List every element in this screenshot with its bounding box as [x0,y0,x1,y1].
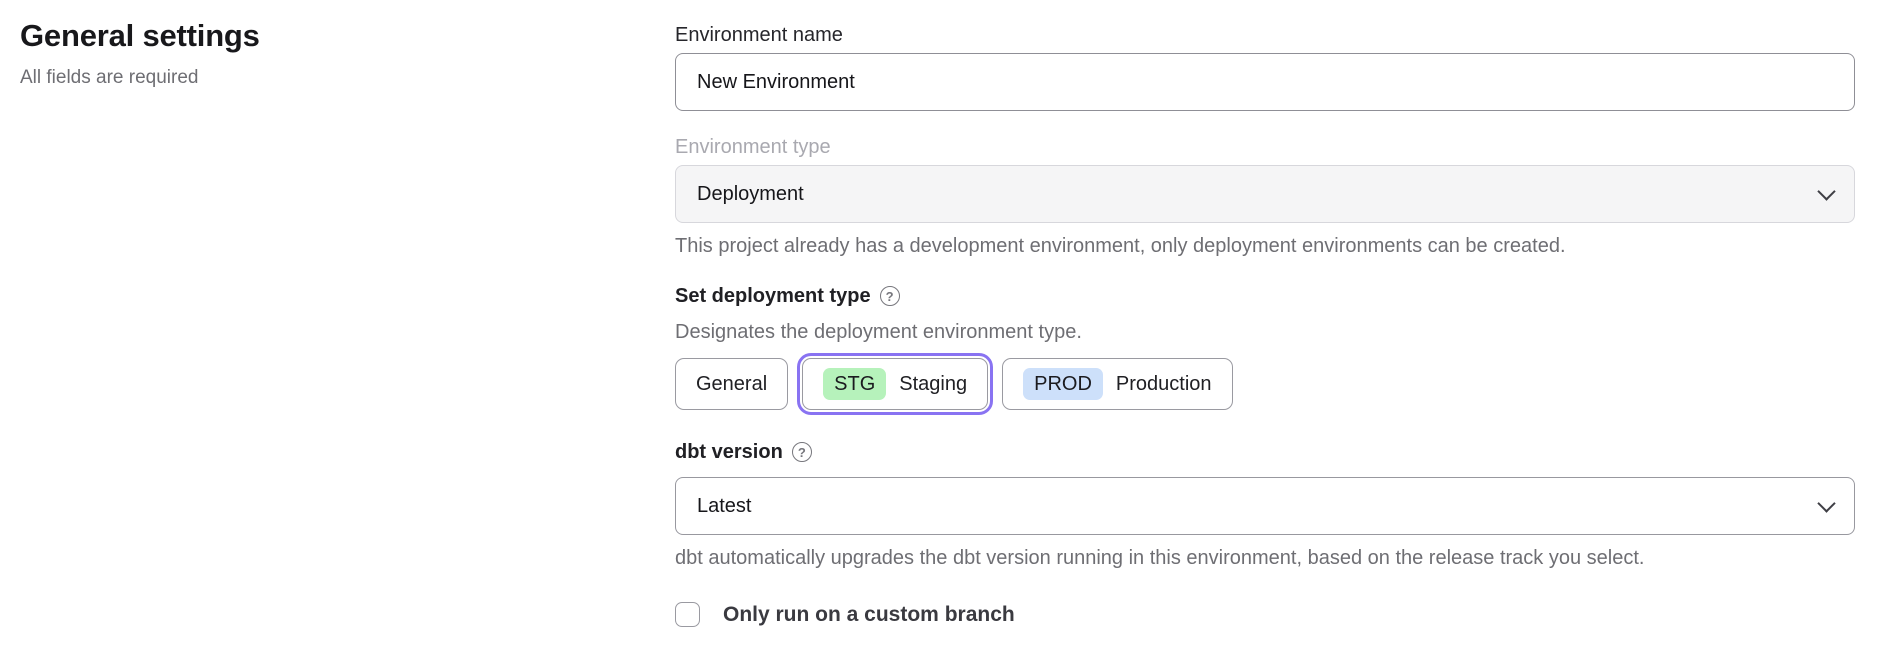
environment-type-select: Deployment [675,165,1855,223]
staging-badge: STG [823,368,887,400]
deployment-type-staging-selected-ring: STG Staging [797,353,994,415]
help-question-icon[interactable]: ? [879,286,900,306]
settings-intro: General settings All fields are required [20,18,540,88]
deployment-type-description: Designates the deployment environment ty… [675,321,1082,343]
deployment-type-production-label: Production [1115,372,1212,395]
deployment-type-heading-text: Set deployment type [675,285,871,307]
help-question-icon[interactable]: ? [791,442,812,462]
environment-type-label: Environment type [675,136,831,158]
deployment-type-general-label: General [696,372,768,395]
page-title: General settings [20,18,260,53]
environment-type-value: Deployment [697,182,804,205]
chevron-down-icon [1817,181,1836,201]
dbt-version-help: dbt automatically upgrades the dbt versi… [675,547,1645,569]
environment-settings-form: Environment name Environment type Deploy… [675,0,1855,627]
deployment-type-heading: Set deployment type ? [675,286,1855,306]
deployment-type-staging-button[interactable]: STG Staging [802,358,989,410]
environment-name-label: Environment name [675,24,843,46]
custom-branch-label[interactable]: Only run on a custom branch [723,602,1015,626]
custom-branch-checkbox[interactable] [675,602,700,627]
environment-name-input[interactable] [675,53,1855,111]
dbt-version-value: Latest [697,494,752,517]
deployment-type-staging-label: Staging [899,372,968,395]
production-badge: PROD [1023,368,1103,400]
environment-type-help: This project already has a development e… [675,235,1566,257]
deployment-type-general-button[interactable]: General [675,358,789,410]
deployment-type-options: General STG Staging PROD Production [675,353,1855,415]
deployment-type-production-button[interactable]: PROD Production [1002,358,1233,410]
dbt-version-heading: dbt version ? [675,442,1855,462]
page-subtitle: All fields are required [20,67,199,88]
chevron-down-icon [1817,493,1836,513]
custom-branch-row: Only run on a custom branch [675,602,1855,627]
dbt-version-select[interactable]: Latest [675,477,1855,535]
dbt-version-heading-text: dbt version [675,441,783,463]
